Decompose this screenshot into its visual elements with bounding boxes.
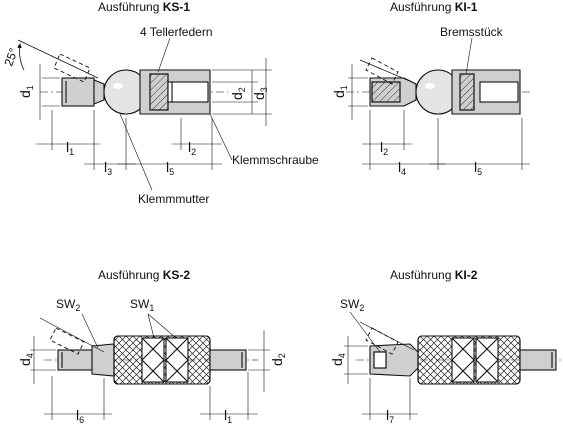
dim-l4-ki1: l4	[398, 159, 406, 177]
view-ks2	[30, 313, 270, 420]
dim-l2-ks1: l2	[188, 139, 196, 157]
view-ks1	[17, 37, 272, 191]
view-ki1	[346, 37, 530, 170]
title-ki1: Ausführung KI-1	[390, 0, 478, 14]
dim-l5-ki1: l5	[474, 159, 482, 177]
dim-l7-ki2: l7	[386, 407, 394, 425]
label-sw2-ki2: SW2	[340, 297, 364, 313]
dim-l3-ks1: l3	[104, 159, 112, 177]
dim-d4-ks2: d4	[17, 353, 35, 366]
dim-l2-ki1: l2	[380, 139, 388, 157]
dim-l5-ks1: l5	[166, 159, 174, 177]
dim-d1-ks1: d1	[17, 85, 35, 98]
label-klemmmutter: Klemmmutter	[138, 192, 209, 206]
dim-d2-ks1: d2	[229, 87, 247, 100]
dim-d1-ki1: d1	[331, 85, 349, 98]
dim-d4-ki2: d4	[329, 353, 347, 366]
label-sw2-ks2: SW2	[56, 297, 80, 313]
title-ks2: Ausführung KS-2	[98, 268, 191, 282]
dim-l1-ks1: l1	[66, 139, 74, 157]
dim-l6-ks2: l6	[76, 407, 84, 425]
label-angle: 25°	[1, 46, 20, 68]
label-sw1-ks2: SW1	[130, 297, 154, 313]
label-tellerfedern: 4 Tellerfedern	[140, 25, 213, 39]
dim-d2-ks2: d2	[269, 353, 287, 366]
title-ks1: Ausführung KS-1	[98, 0, 191, 14]
dim-d3-ks1: d3	[251, 87, 269, 100]
view-ki2	[344, 311, 562, 420]
dim-l1-ks2: l1	[224, 407, 232, 425]
title-ki2: Ausführung KI-2	[390, 268, 478, 282]
label-klemmschraube-ks1: Klemmschraube	[232, 153, 319, 167]
label-bremsstueck: Bremsstück	[440, 25, 504, 39]
